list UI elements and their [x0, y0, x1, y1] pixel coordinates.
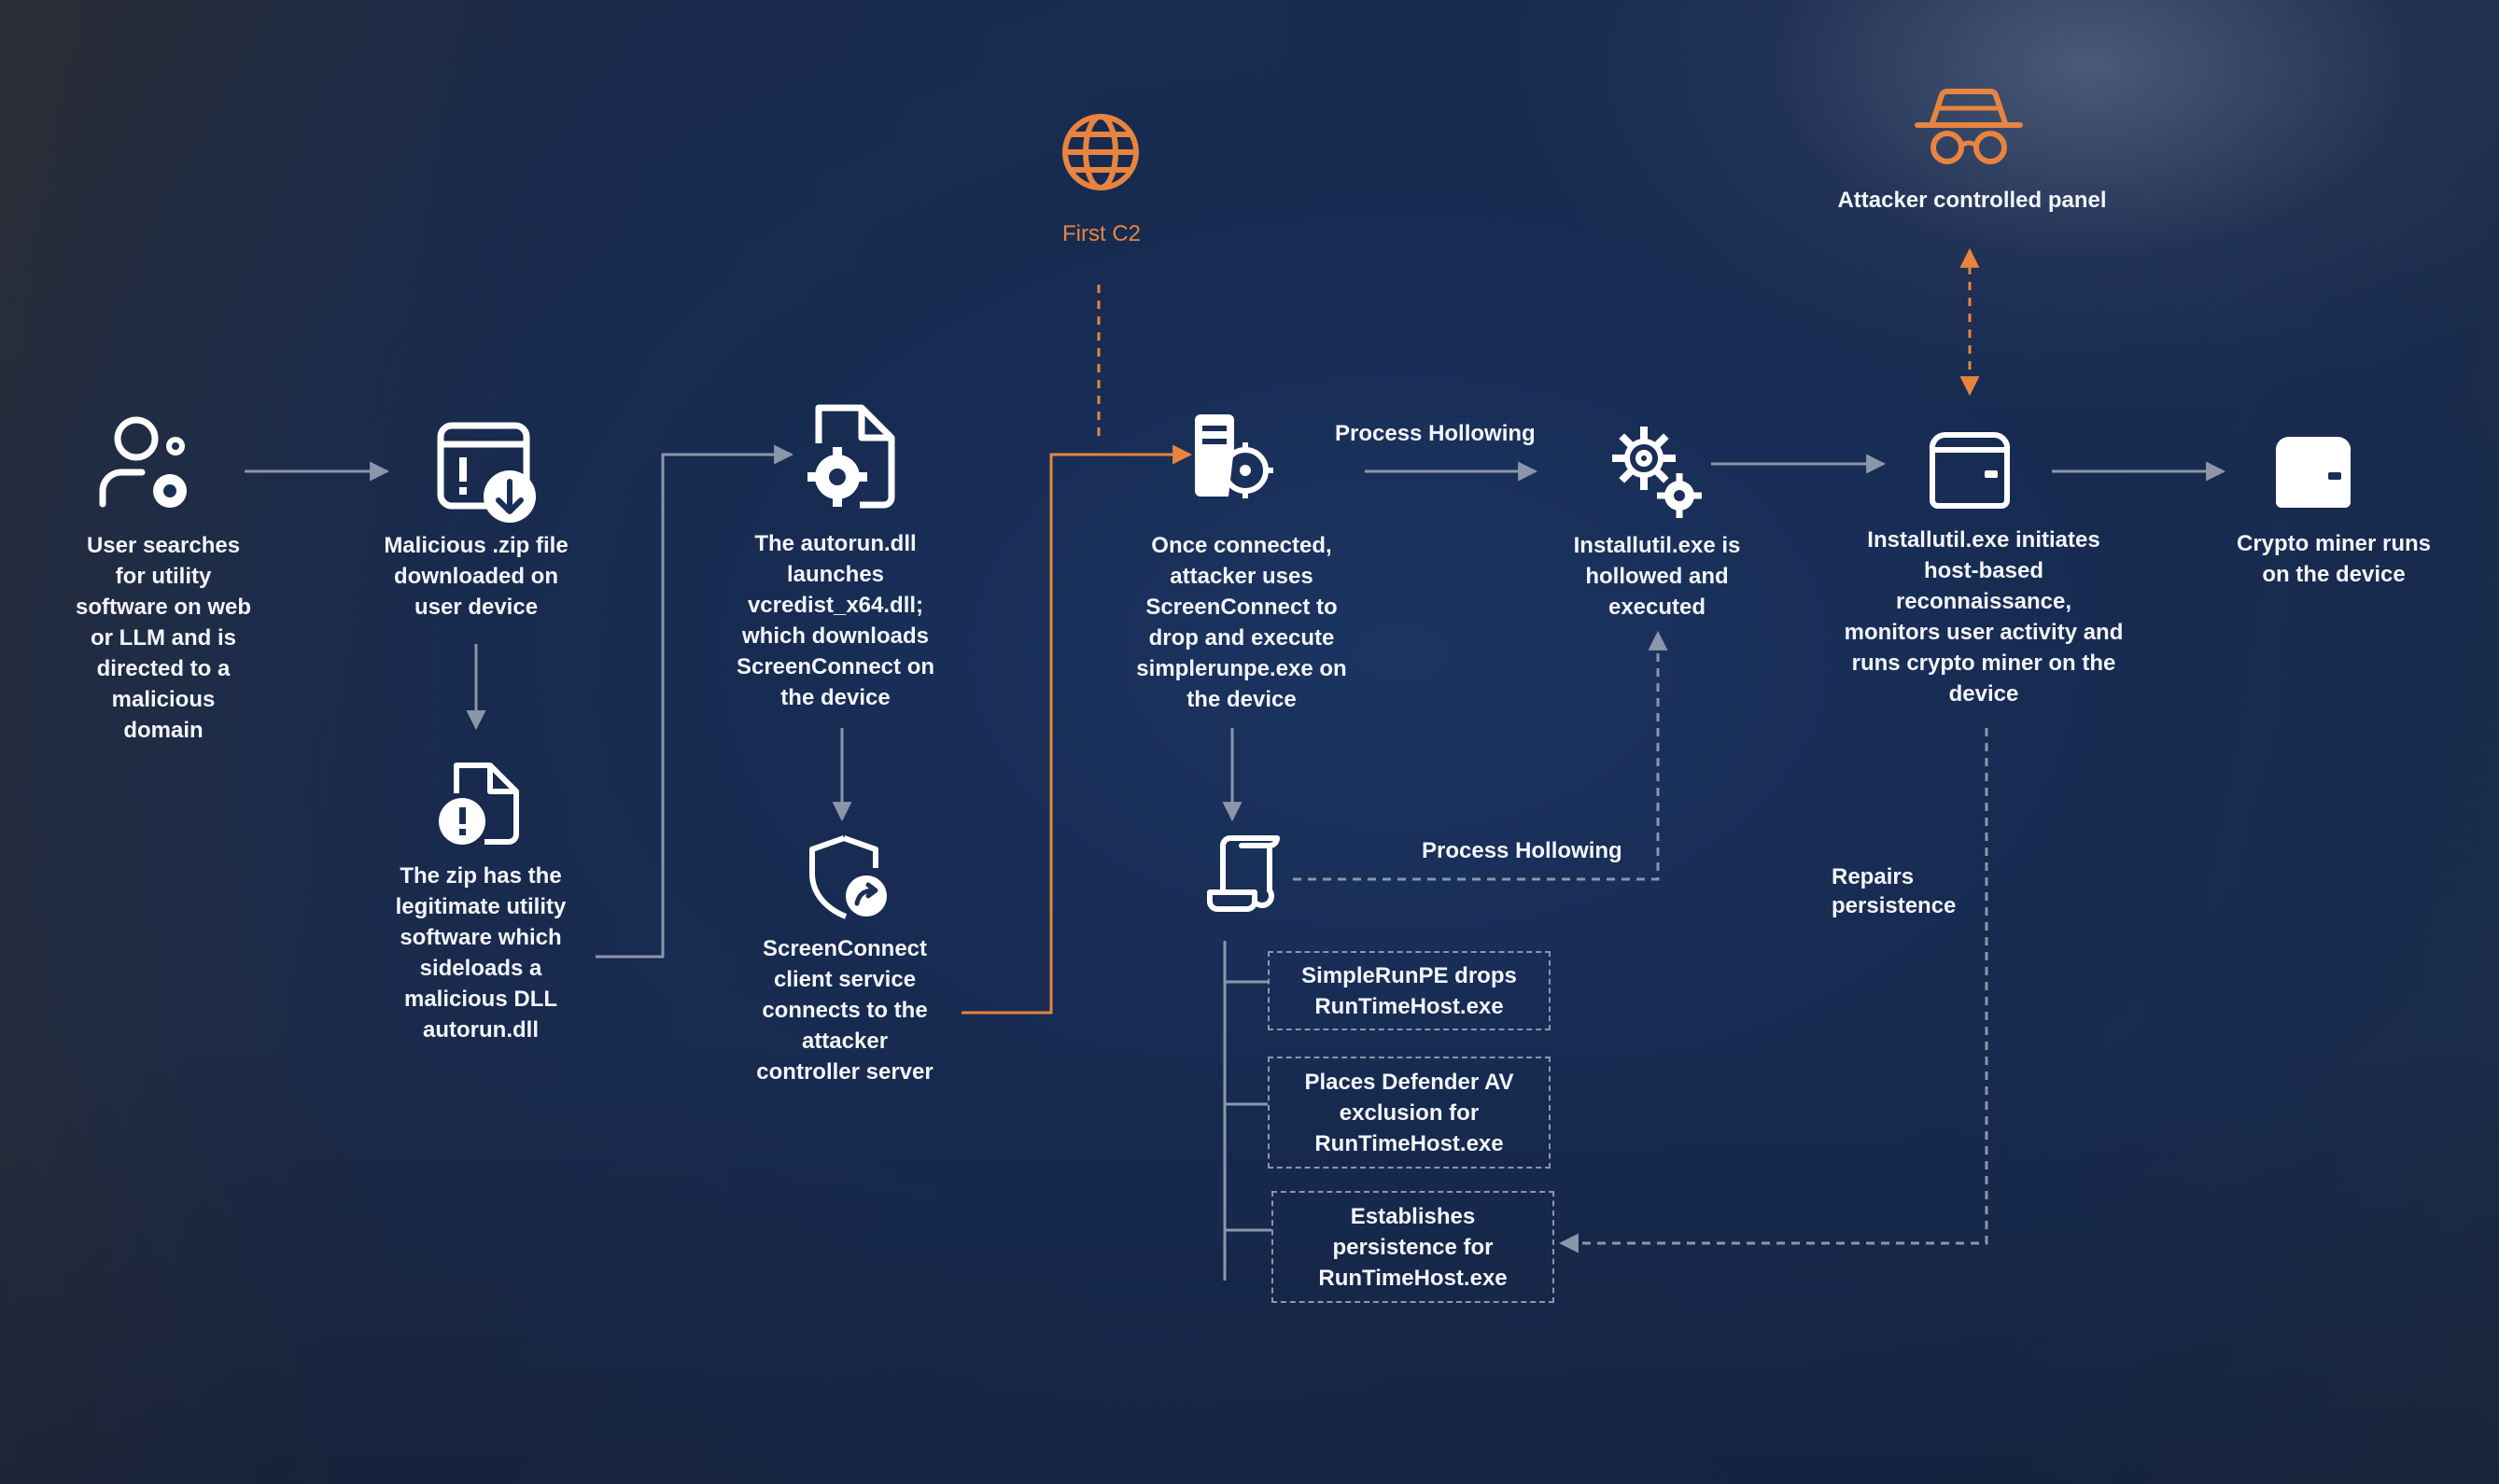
crypto-miner-label: Crypto miner runs on the device [2236, 531, 2432, 587]
gears-icon [1612, 427, 1702, 518]
server-target-icon [1195, 414, 1273, 498]
zip-download-label: Malicious .zip file downloaded on user d… [384, 533, 569, 620]
user-search-label: User searches for utility software on we… [75, 533, 252, 743]
zip-contents-label: The zip has the legitimate utility softw… [395, 863, 567, 1043]
repairs-persistence-dashed [1558, 728, 1988, 1253]
shield-redirect-icon [809, 835, 887, 919]
spy-icon [1915, 89, 2023, 164]
attacker-drop-label: Once connected, attacker uses ScreenConn… [1136, 533, 1347, 712]
wallet-icon [2275, 436, 2352, 508]
step-box: SimpleRunPE drops RunTimeHost.exe [1268, 951, 1551, 1030]
process-hollowing-bottom-label: Process Hollowing [1422, 838, 1622, 863]
screenconnect-client-label: ScreenConnect client service connects to… [756, 936, 934, 1085]
script-scroll-icon [1207, 835, 1280, 912]
attacker-panel-label: Attacker controlled panel [1837, 188, 2107, 213]
window-download-icon [437, 422, 536, 523]
globe-icon [1062, 114, 1139, 190]
process-hollowing-top-label: Process Hollowing [1335, 421, 1536, 446]
wallet-icon [1929, 431, 2011, 509]
process-hollowing-dashed [1293, 630, 1668, 881]
repairs-persistence-label: Repairs persistence [1832, 864, 1957, 918]
arrow-client-to-attacker [962, 444, 1193, 1015]
file-gear-icon [807, 404, 895, 509]
arrow-contents-to-autorun [596, 444, 794, 959]
user-gear-icon [99, 416, 187, 508]
file-warning-icon [439, 763, 519, 845]
first-c2-label: First C2 [1062, 221, 1141, 246]
step-box: Places Defender AV exclusion for RunTime… [1268, 1057, 1551, 1169]
autorun-dll-label: The autorun.dll launches vcredist_x64.dl… [736, 531, 935, 710]
installutil-recon-label: Installutil.exe initiates host-based rec… [1844, 527, 2124, 707]
step-box: Establishes persistence for RunTimeHost.… [1271, 1191, 1554, 1303]
installutil-hollowed-label: Installutil.exe is hollowed and executed [1573, 533, 1741, 620]
